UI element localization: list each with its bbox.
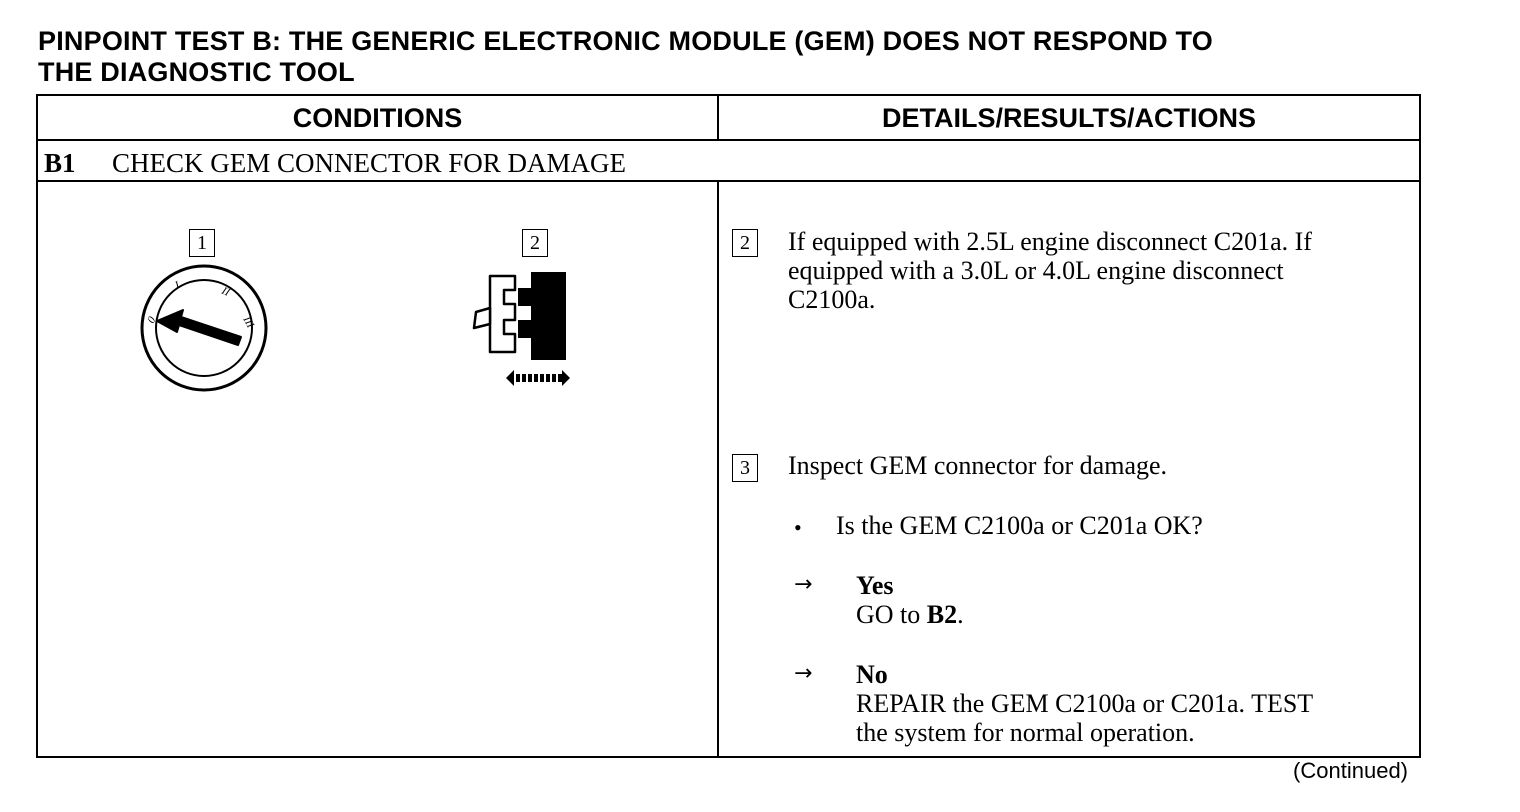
switch-mark-1: I (172, 279, 183, 292)
continued-note: (Continued) (1293, 758, 1408, 783)
inspection-question: Is the GEM C2100a or C201a OK? (836, 511, 1203, 540)
switch-mark-3: III (240, 314, 257, 332)
disconnect-instruction-line-2: equipped with a 3.0L or 4.0L engine disc… (788, 256, 1284, 285)
header-column-divider (717, 96, 719, 140)
no-branch: No REPAIR the GEM C2100a or C201a. TEST … (856, 660, 1313, 747)
illustration-label-1: 1 (189, 229, 215, 257)
no-label: No (856, 660, 888, 689)
pinpoint-test-table: CONDITIONS DETAILS/RESULTS/ACTIONS B1 CH… (36, 94, 1421, 758)
pinpoint-test-title: PINPOINT TEST B: THE GENERIC ELECTRONIC … (38, 26, 1438, 88)
yes-arrow-icon: → (794, 572, 813, 597)
details-results-actions-header: DETAILS/RESULTS/ACTIONS (881, 102, 1256, 133)
no-action-line-1: REPAIR the GEM C2100a or C201a. TEST (856, 689, 1314, 718)
disconnect-instruction-line-3: C2100a. (788, 285, 876, 314)
ignition-key-switch-icon: 0 I II III (140, 264, 268, 392)
switch-mark-0: 0 (145, 314, 158, 325)
yes-action-suffix: . (957, 600, 964, 629)
header-divider (38, 139, 1419, 141)
body-column-divider (717, 180, 719, 756)
yes-label: Yes (856, 571, 894, 600)
action-label-3: 3 (732, 454, 758, 482)
inspect-instruction: Inspect GEM connector for damage. (788, 451, 1168, 480)
illustration-label-2: 2 (522, 229, 548, 257)
yes-action-target: B2 (926, 600, 958, 629)
switch-mark-2: II (219, 284, 233, 299)
disconnect-instruction-line-1: If equipped with 2.5L engine disconnect … (788, 227, 1312, 256)
disconnect-instruction: If equipped with 2.5L engine disconnect … (788, 227, 1312, 314)
step-id: B1 (44, 147, 76, 178)
question-bullet: • (794, 515, 802, 540)
no-arrow-icon: → (794, 661, 813, 686)
step-title: CHECK GEM CONNECTOR FOR DAMAGE (112, 147, 627, 178)
step-row: B1 CHECK GEM CONNECTOR FOR DAMAGE (44, 146, 626, 180)
yes-branch: Yes GO to B2. (856, 571, 964, 629)
no-action-line-2: the system for normal operation. (856, 718, 1195, 747)
action-label-2: 2 (732, 229, 758, 257)
title-line-2: THE DIAGNOSTIC TOOL (38, 57, 355, 87)
step-row-divider (38, 180, 1419, 182)
yes-action: GO to B2. (856, 600, 964, 629)
connector-disconnect-icon (472, 272, 570, 386)
title-line-1: PINPOINT TEST B: THE GENERIC ELECTRONIC … (38, 26, 1213, 56)
conditions-header: CONDITIONS (292, 102, 463, 133)
yes-action-prefix: GO to (856, 600, 927, 629)
